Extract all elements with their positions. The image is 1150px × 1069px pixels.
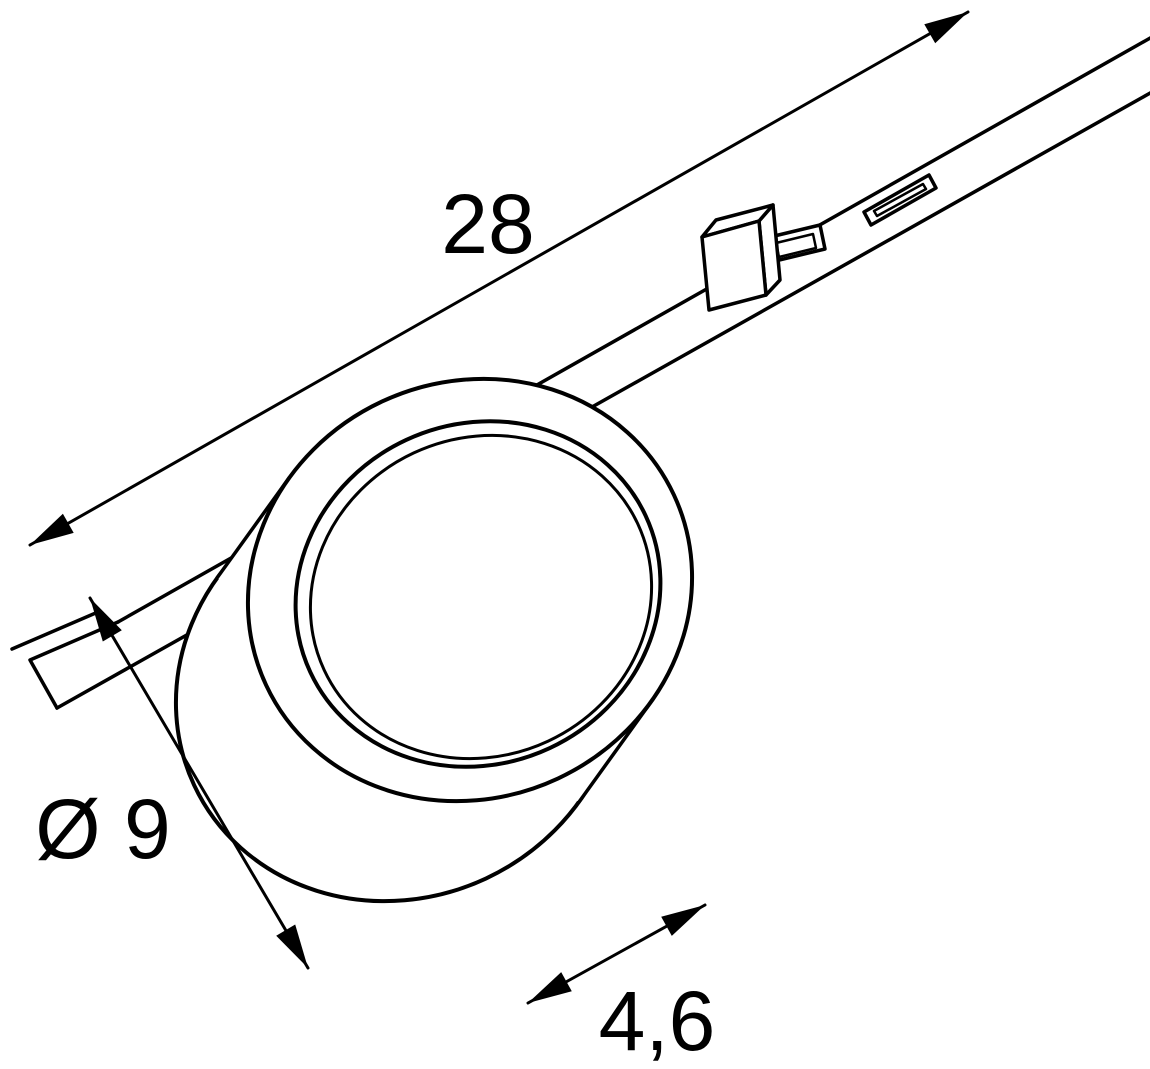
dimension-line-track-length [28,10,970,547]
track-end-break-line [10,610,100,651]
track-slot-inner [872,182,928,218]
track-slot-outer [862,173,938,227]
dimension-label-head-diameter: Ø 9 [35,782,170,876]
arrowhead-head-depth-start [528,972,572,1003]
dimension-head-depth: 4,6 [526,903,716,1068]
head-rim-inner [293,419,663,769]
dimension-track-length: 28 [28,10,970,547]
track-connector-clip [700,203,827,312]
clip-front-face [700,219,768,312]
arrowhead-head-diameter-top [90,598,122,642]
dimension-line-head-diameter [88,596,310,970]
dimension-label-track-length: 28 [441,177,534,271]
head-face-edge [308,433,654,761]
spotlight-head [173,376,695,904]
dimension-head-diameter: Ø 9 [35,596,310,970]
track-end-cut [28,620,120,710]
arrowhead-head-depth-end [661,905,705,936]
dimension-label-head-depth: 4,6 [599,974,716,1068]
arrowhead-track-length-start [30,513,74,545]
arrowhead-head-diameter-bottom [276,924,308,968]
arrowhead-track-length-end [924,12,968,44]
